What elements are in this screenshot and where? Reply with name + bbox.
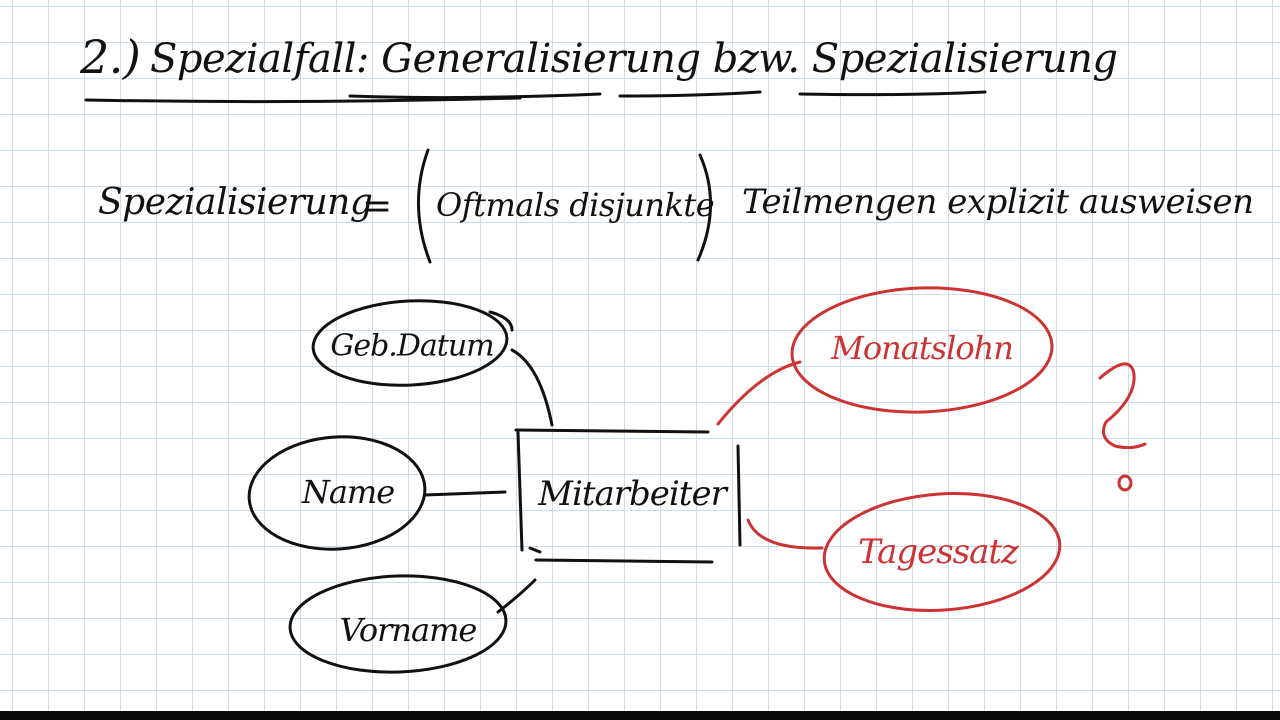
entity-box: [514, 428, 742, 564]
connector-vorname: [496, 578, 537, 614]
attribute-name: Name: [301, 473, 395, 511]
question-mark: [1098, 362, 1147, 450]
attribute-geb-datum: Geb.Datum: [330, 328, 494, 364]
open-paren: [416, 148, 432, 264]
connector-geb-datum: [510, 348, 554, 427]
heading-number: 2.): [80, 30, 141, 84]
definition-equals: =: [362, 186, 392, 227]
attribute-monatslohn: Monatslohn: [831, 329, 1014, 367]
entity-mitarbeiter: Mitarbeiter: [538, 474, 727, 514]
vorname-ellipse: [288, 574, 508, 674]
connector-name: [423, 490, 507, 497]
definition-rest: Teilmengen explizit ausweisen: [742, 182, 1254, 222]
connector-tagessatz: [746, 518, 824, 550]
bottom-bar: [0, 711, 1280, 720]
heading-title: Spezialfall: Generalisierung bzw. Spezia…: [150, 36, 1118, 82]
close-paren: [696, 153, 712, 262]
attribute-vorname: Vorname: [339, 611, 478, 649]
attribute-tagessatz: Tagessatz: [858, 532, 1019, 572]
definition-term: Spezialisierung: [98, 182, 373, 223]
heading-underline: [84, 90, 987, 104]
connector-monatslohn: [716, 360, 802, 426]
name-ellipse: [247, 435, 427, 551]
geb-datum-ellipse: [311, 299, 509, 387]
question-dot: [1117, 474, 1133, 492]
monatslohn-ellipse: [790, 286, 1054, 414]
definition-bracket-text: Oftmals disjunkte: [436, 186, 715, 224]
tagessatz-ellipse: [822, 492, 1062, 612]
